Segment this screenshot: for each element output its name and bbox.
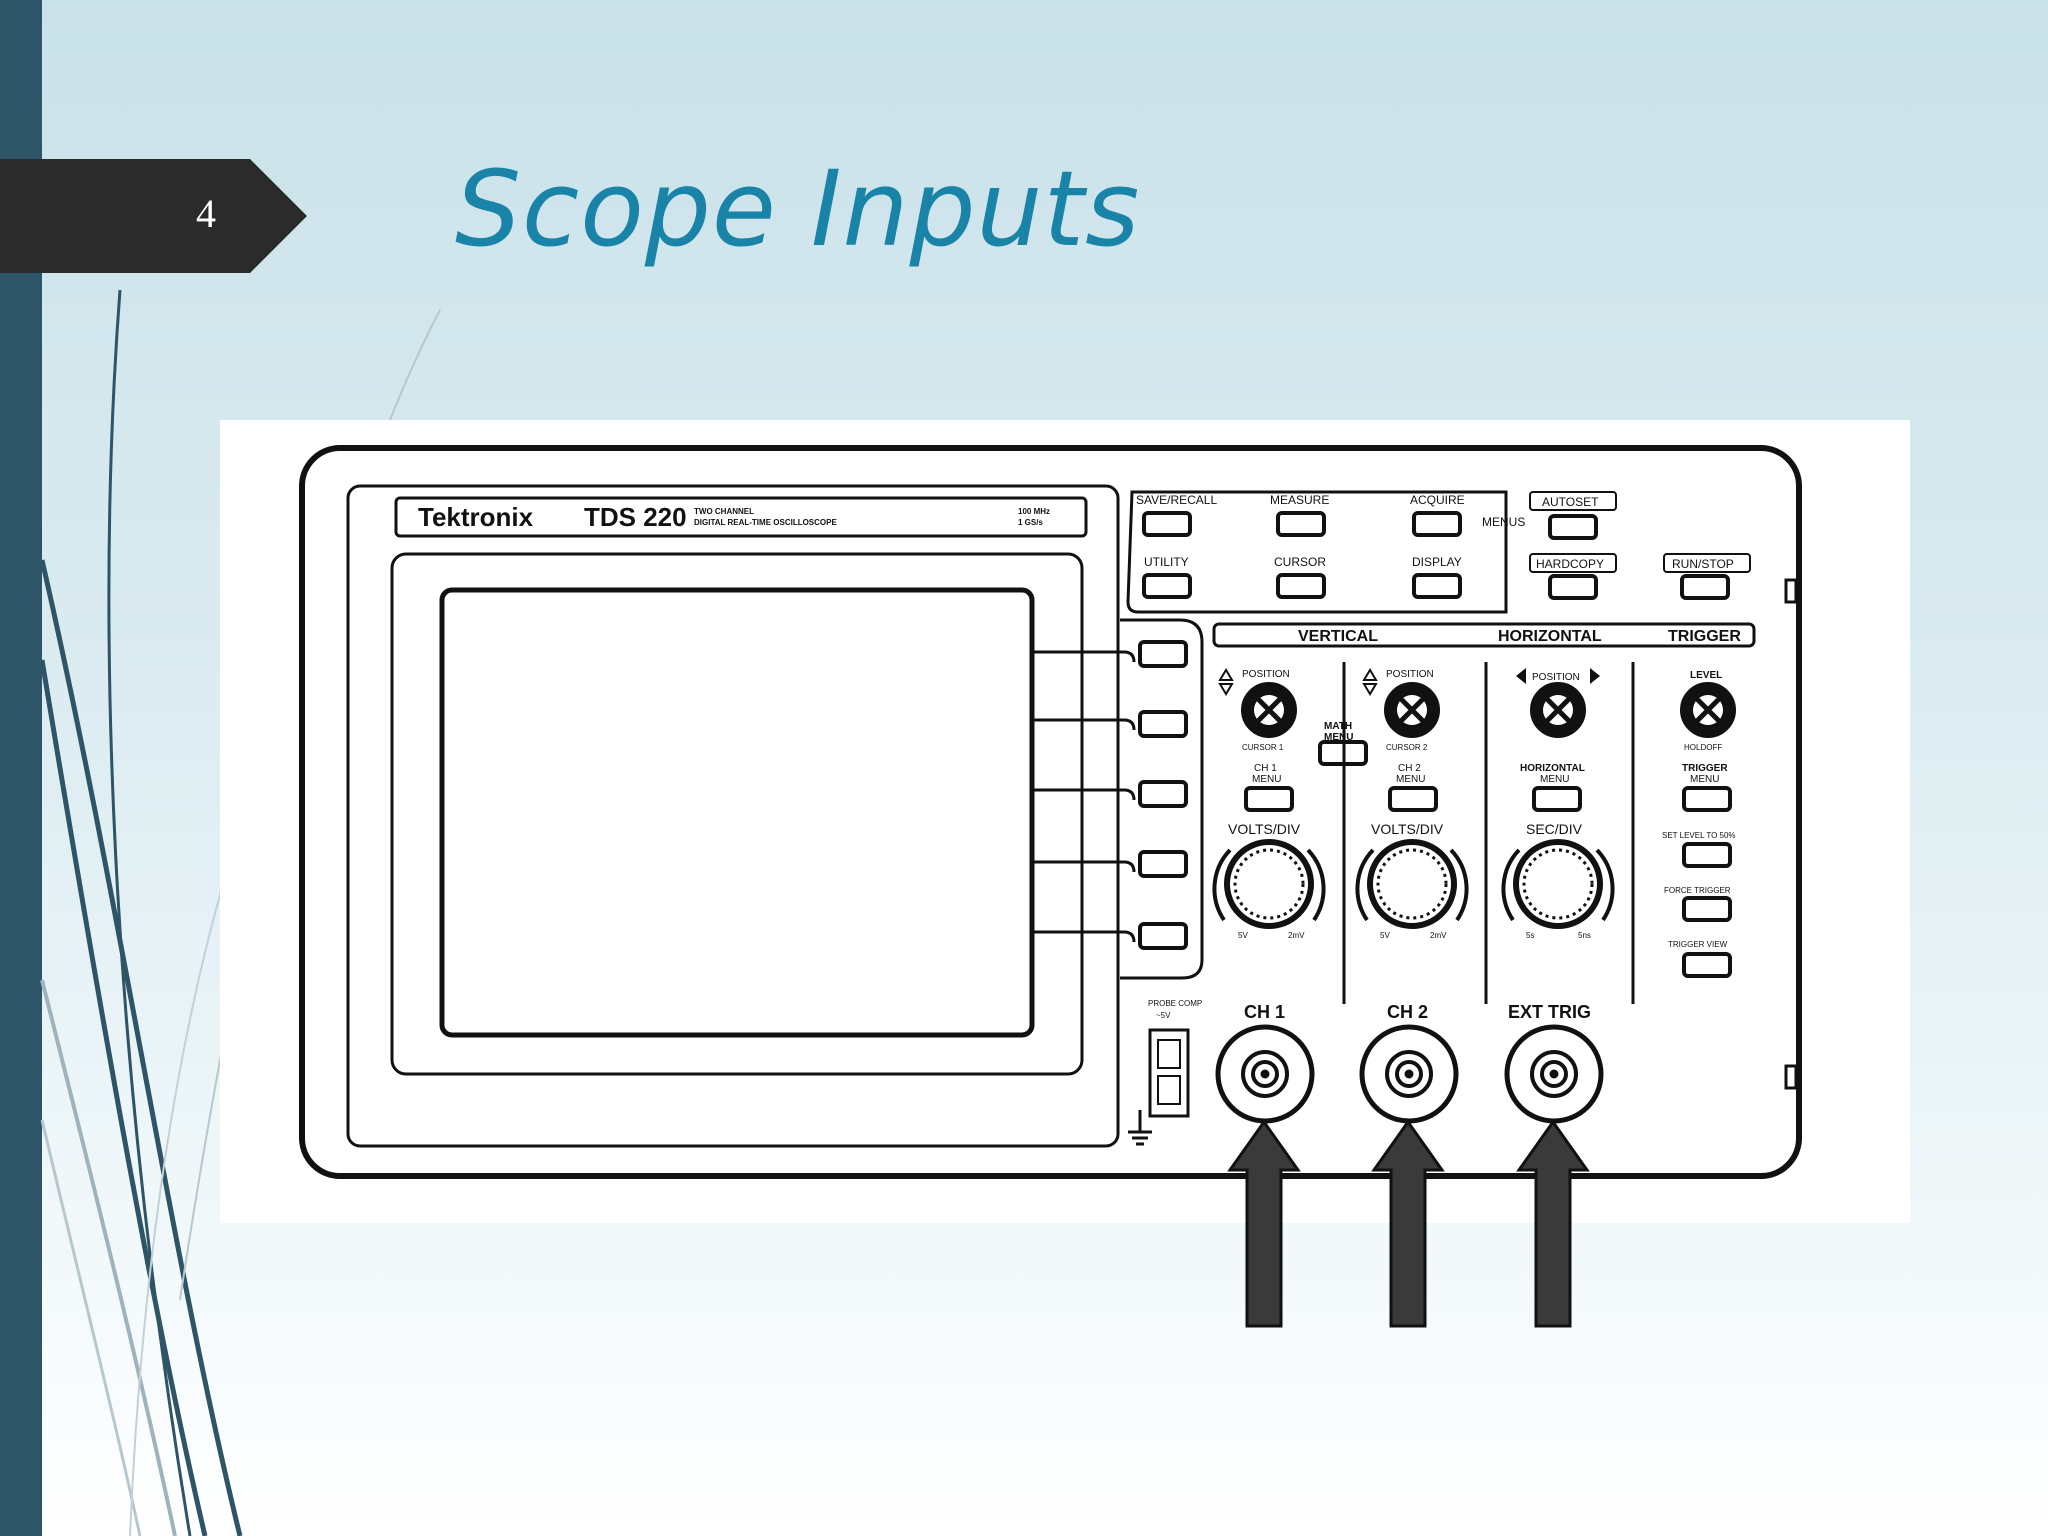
hardcopy-label: HARDCOPY [1536,557,1604,571]
utility-button[interactable] [1142,573,1192,599]
sec-range-hi: 5s [1526,931,1534,940]
cursor-button[interactable] [1276,573,1326,599]
horizontal-section-label: HORIZONTAL [1498,628,1602,645]
ch1-menu-button[interactable] [1244,786,1294,812]
math-label: MATH [1324,721,1352,732]
oscilloscope-front-panel-diagram: Tektronix TDS 220 TWO CHANNEL DIGITAL RE… [220,420,1910,1223]
trigger-section-label: TRIGGER [1668,628,1741,645]
cursor2-label: CURSOR 2 [1386,743,1428,752]
utility-label: UTILITY [1144,555,1189,569]
softkey-2[interactable] [1138,710,1188,738]
ch1-volts-div-knob[interactable] [1212,839,1326,929]
level-label: LEVEL [1690,670,1722,681]
spec-2: 1 GS/s [1018,518,1043,527]
ch2-bnc-input-connector[interactable] [1359,1024,1459,1124]
trigger-menu-button[interactable] [1682,786,1732,812]
menus-label: MENUS [1482,515,1525,529]
run-stop-button[interactable] [1680,574,1730,600]
run-stop-label: RUN/STOP [1672,557,1734,571]
ch2-volts-div-label: VOLTS/DIV [1371,821,1444,837]
ch1-input-label: CH 1 [1244,1002,1285,1022]
acquire-button[interactable] [1412,511,1462,537]
softkey-4[interactable] [1138,850,1188,878]
trigger-view-label: TRIGGER VIEW [1668,940,1728,949]
force-trigger-button[interactable] [1682,896,1732,922]
sec-div-knob[interactable] [1501,839,1615,929]
trigger-level-knob[interactable] [1680,682,1736,738]
cursor-label: CURSOR [1274,555,1326,569]
horizontal-menu-button[interactable] [1532,786,1582,812]
trigger-menu-label-2: MENU [1690,774,1719,785]
ch2-range-lo: 2mV [1430,931,1447,940]
slide-number: 4 [196,191,216,236]
ch1-range-lo: 2mV [1288,931,1305,940]
display-button[interactable] [1412,573,1462,599]
model-desc-1: TWO CHANNEL [694,507,754,516]
slide-number-tab [0,159,307,273]
model-label: TDS 220 [584,502,687,532]
ch1-position-label: POSITION [1242,669,1290,680]
acquire-label: ACQUIRE [1410,493,1465,507]
trigger-menu-label: TRIGGER [1682,763,1728,774]
vertical-section-label: VERTICAL [1298,628,1378,645]
horizontal-position-label: POSITION [1532,672,1580,683]
save-recall-button[interactable] [1142,511,1192,537]
ch1-position-knob[interactable] [1241,682,1297,738]
spec-1: 100 MHz [1018,507,1050,516]
probe-comp-voltage: ~5V [1156,1011,1171,1020]
model-desc-2: DIGITAL REAL-TIME OSCILLOSCOPE [694,518,837,527]
softkey-3[interactable] [1138,780,1188,808]
ch2-menu-label-2: MENU [1396,774,1425,785]
ch2-position-label: POSITION [1386,669,1434,680]
ext-trig-input-label: EXT TRIG [1508,1002,1591,1022]
ext-trig-bnc-input-connector[interactable] [1504,1024,1604,1124]
softkey-1[interactable] [1138,640,1188,668]
math-menu-button[interactable] [1318,740,1368,766]
ch2-menu-button[interactable] [1388,786,1438,812]
ch2-range-hi: 5V [1380,931,1390,940]
measure-button[interactable] [1276,511,1326,537]
ch1-menu-label-2: MENU [1252,774,1281,785]
horizontal-menu-label-2: MENU [1540,774,1569,785]
slide-title: Scope Inputs [455,148,1141,270]
hardcopy-button[interactable] [1548,574,1598,600]
horizontal-menu-label: HORIZONTAL [1520,763,1585,774]
horizontal-position-knob[interactable] [1530,682,1586,738]
brand-label: Tektronix [418,502,534,532]
trigger-view-button[interactable] [1682,952,1732,978]
math-menu-label: MENU [1324,732,1353,743]
ch1-bnc-input-connector[interactable] [1215,1024,1315,1124]
holdoff-label: HOLDOFF [1684,743,1722,752]
display-label: DISPLAY [1412,555,1462,569]
set-level-50-button[interactable] [1682,842,1732,868]
ch1-volts-div-label: VOLTS/DIV [1228,821,1301,837]
ch2-volts-div-knob[interactable] [1355,839,1469,929]
ch2-input-label: CH 2 [1387,1002,1428,1022]
ch2-position-knob[interactable] [1384,682,1440,738]
autoset-button[interactable] [1548,514,1598,540]
ch2-menu-label: CH 2 [1398,763,1421,774]
sec-div-label: SEC/DIV [1526,821,1583,837]
ch1-menu-label: CH 1 [1254,763,1277,774]
softkey-5[interactable] [1138,922,1188,950]
ch1-range-hi: 5V [1238,931,1248,940]
probe-comp-label: PROBE COMP [1148,999,1202,1008]
sec-range-lo: 5ns [1578,931,1591,940]
force-trigger-label: FORCE TRIGGER [1664,886,1731,895]
cursor1-label: CURSOR 1 [1242,743,1284,752]
set-level-label: SET LEVEL TO 50% [1662,831,1736,840]
measure-label: MEASURE [1270,493,1329,507]
autoset-label: AUTOSET [1542,495,1599,509]
save-recall-label: SAVE/RECALL [1136,493,1217,507]
